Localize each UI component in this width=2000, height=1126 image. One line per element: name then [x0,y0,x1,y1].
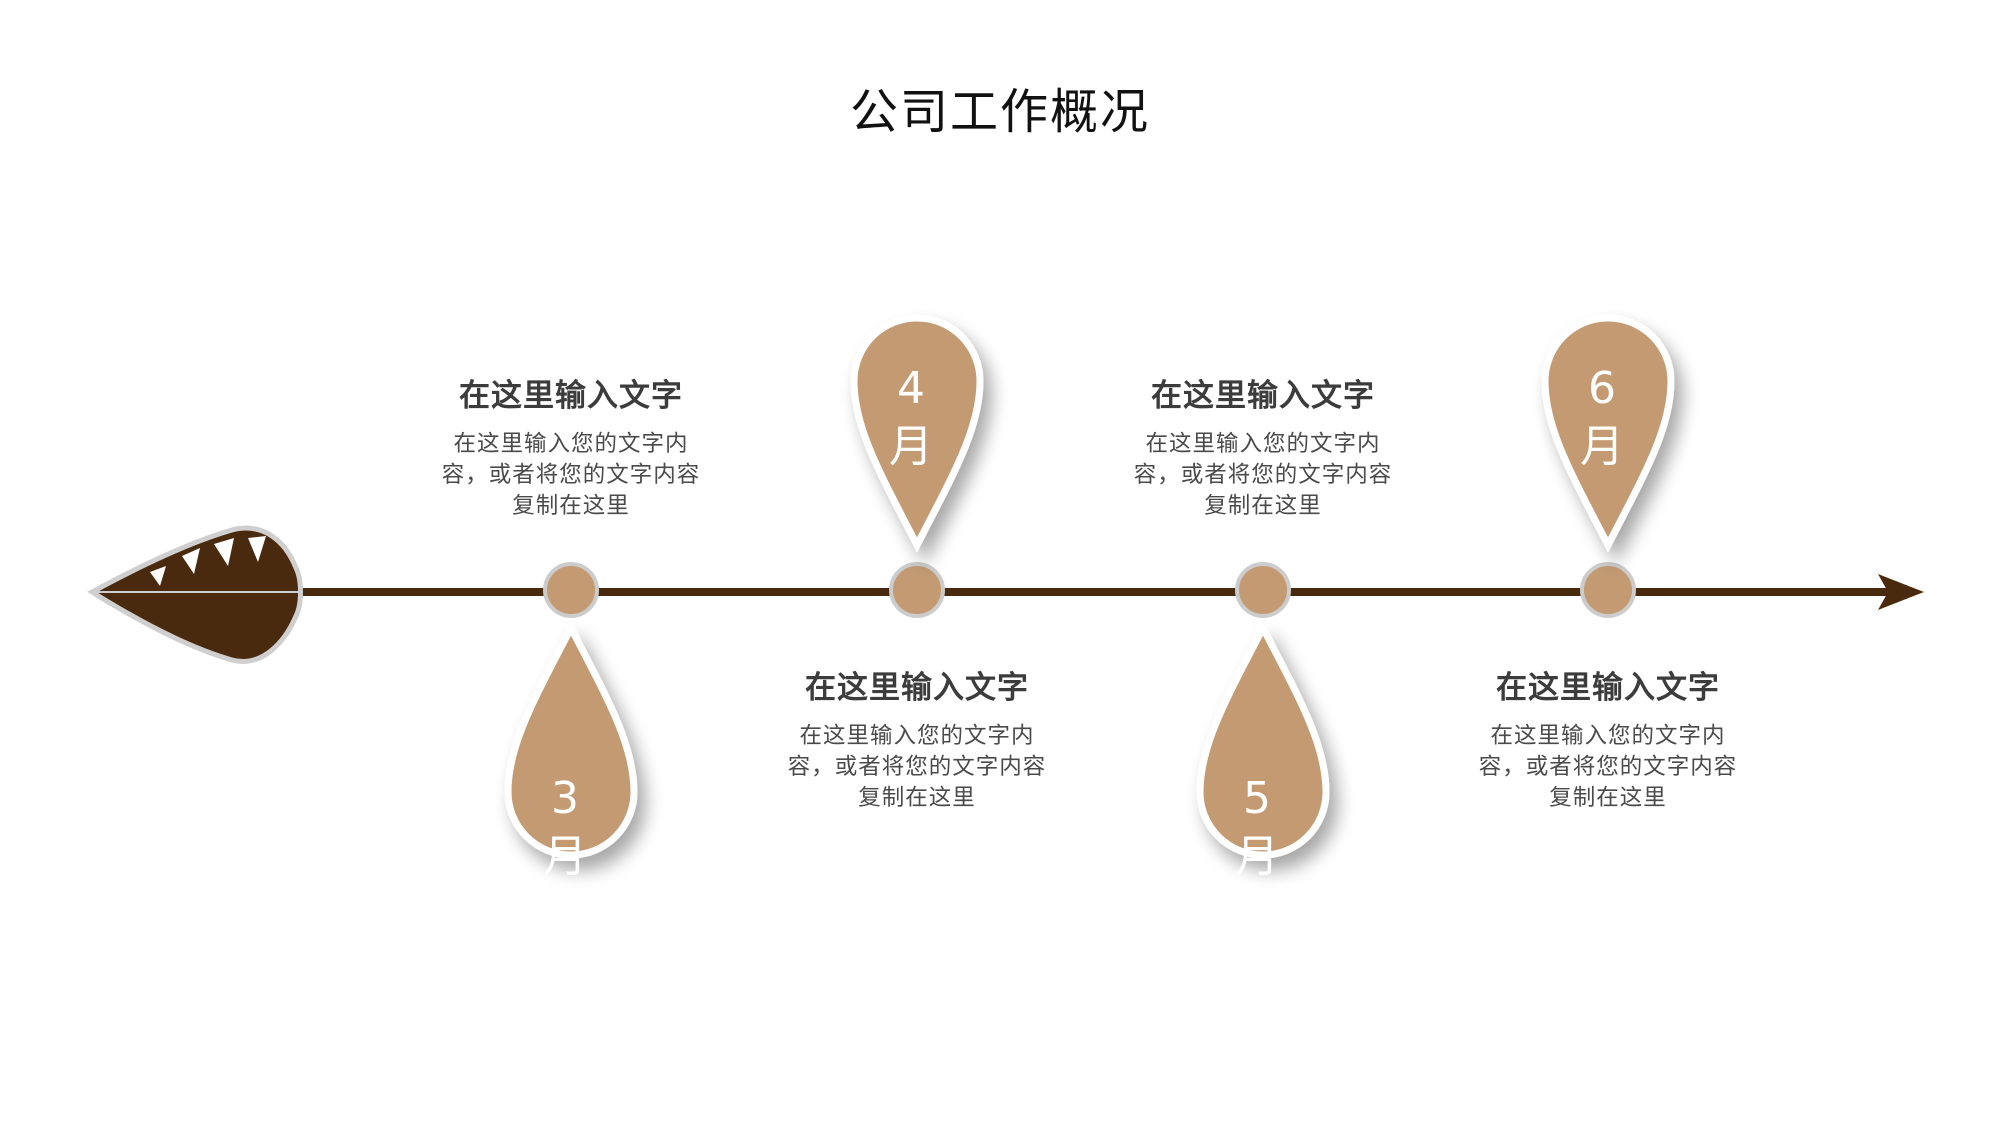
milestone-text-3: 在这里输入文字 在这里输入您的文字内容，或者将您的文字内容复制在这里 [411,370,731,522]
drop-label-6: 6 月 [1562,360,1642,476]
month-number: 6 [1588,363,1616,414]
teardrop-4 [850,314,984,553]
drop-label-3: 3 月 [525,770,605,882]
arrow-head-icon [1878,574,1924,610]
teardrop-3 [504,620,638,859]
teardrop-5 [1196,620,1330,859]
month-number: 4 [897,363,925,414]
drop-label-4: 4 月 [871,360,951,476]
timeline-arrow [87,525,1924,664]
milestone-body: 在这里输入您的文字内容，或者将您的文字内容复制在这里 [441,431,701,519]
fletching-notches [150,536,266,586]
timeline-node-5 [1235,562,1291,618]
timeline-node-6 [1580,562,1636,618]
milestone-heading: 在这里输入文字 [1151,378,1375,414]
drop-label-5: 5 月 [1217,770,1297,882]
timeline-node-3 [543,562,599,618]
milestone-heading: 在这里输入文字 [805,670,1029,706]
timeline-node-4 [889,562,945,618]
page-title: 公司工作概况 [849,84,1150,140]
month-number: 3 [551,773,579,824]
month-unit: 月 [1580,421,1624,472]
arrow-fletching-icon [87,525,303,664]
milestone-body: 在这里输入您的文字内容，或者将您的文字内容复制在这里 [787,723,1047,811]
milestone-heading: 在这里输入文字 [459,378,683,414]
teardrop-6 [1541,314,1675,553]
milestone-body: 在这里输入您的文字内容，或者将您的文字内容复制在这里 [1133,431,1393,519]
timeline-line [94,588,1904,596]
milestone-body: 在这里输入您的文字内容，或者将您的文字内容复制在这里 [1478,723,1738,811]
milestone-text-4: 在这里输入文字 在这里输入您的文字内容，或者将您的文字内容复制在这里 [757,662,1077,814]
month-unit: 月 [889,421,933,472]
milestone-text-6: 在这里输入文字 在这里输入您的文字内容，或者将您的文字内容复制在这里 [1448,662,1768,814]
month-unit: 月 [543,831,587,882]
month-number: 5 [1243,773,1271,824]
month-unit: 月 [1235,831,1279,882]
milestone-text-5: 在这里输入文字 在这里输入您的文字内容，或者将您的文字内容复制在这里 [1103,370,1423,522]
milestone-heading: 在这里输入文字 [1496,670,1720,706]
